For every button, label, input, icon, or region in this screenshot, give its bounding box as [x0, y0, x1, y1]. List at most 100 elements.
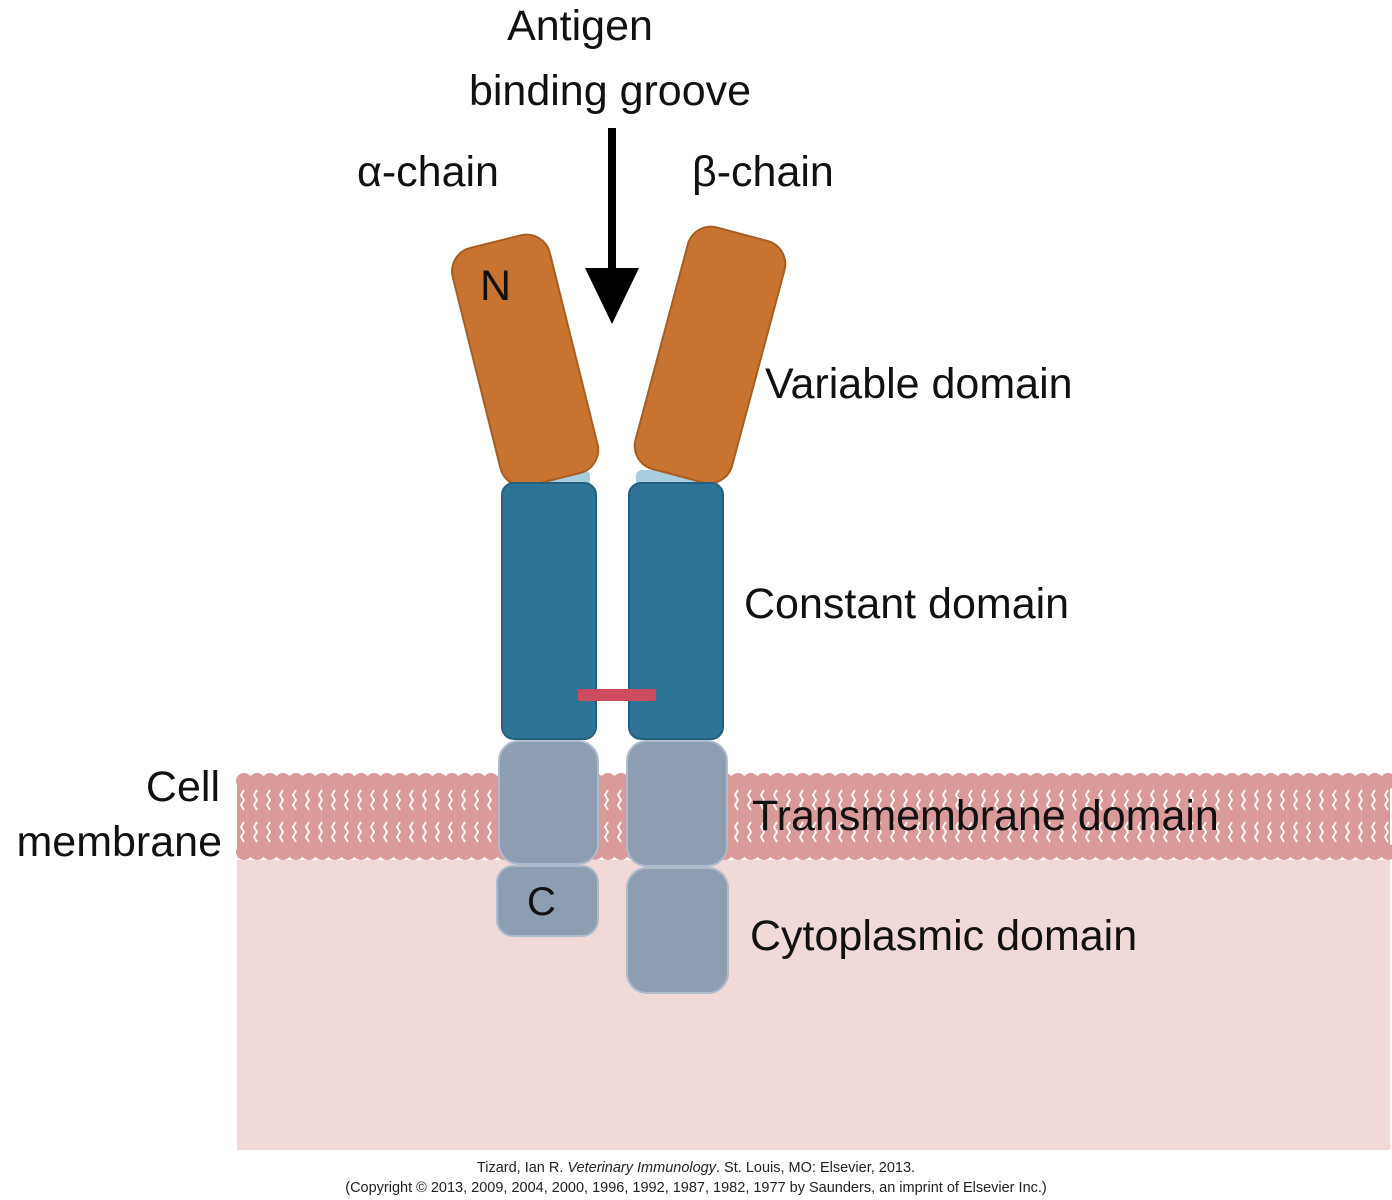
- inner-lipid-head: [834, 844, 850, 860]
- inner-lipid-head: [1328, 844, 1344, 860]
- outer-lipid-head: [925, 773, 941, 789]
- outer-lipid-head: [1185, 773, 1201, 789]
- outer-lipid-tail: [1383, 789, 1390, 811]
- outer-lipid-head: [1107, 773, 1123, 789]
- outer-lipid-tail: [1032, 789, 1039, 811]
- inner-lipid-tail: [954, 821, 961, 843]
- outer-lipid-head: [405, 773, 421, 789]
- inner-lipid-tail: [993, 821, 1000, 843]
- outer-lipid-tail: [1097, 789, 1104, 811]
- outer-lipid-head: [964, 773, 980, 789]
- inner-lipid-head: [1185, 844, 1201, 860]
- inner-lipid-head: [821, 844, 837, 860]
- outer-lipid-head: [1354, 773, 1370, 789]
- inner-lipid-tail: [447, 821, 454, 843]
- constant-domain-label: Constant domain: [744, 580, 1070, 628]
- outer-lipid-tail: [330, 789, 337, 811]
- outer-lipid-tail: [473, 789, 480, 811]
- outer-lipid-tail: [941, 789, 948, 811]
- outer-lipid-tail: [759, 789, 766, 811]
- inner-lipid-tail: [1097, 821, 1104, 843]
- outer-lipid-tail: [1201, 789, 1208, 811]
- inner-lipid-tail: [863, 821, 870, 843]
- inner-lipid-tail: [1071, 821, 1078, 843]
- outer-lipid-head: [795, 773, 811, 789]
- outer-lipid-head: [847, 773, 863, 789]
- outer-lipid-head: [769, 773, 785, 789]
- inner-lipid-tail: [486, 821, 493, 843]
- outer-lipid-head: [1133, 773, 1149, 789]
- inner-lipid-head: [327, 844, 343, 860]
- outer-lipid-head: [1055, 773, 1071, 789]
- outer-lipid-tail: [1266, 789, 1273, 811]
- inner-lipid-tail: [1240, 821, 1247, 843]
- inner-lipid-tail: [1162, 821, 1169, 843]
- outer-lipid-tail: [1058, 789, 1065, 811]
- alpha-transmembrane-domain: [498, 740, 599, 865]
- outer-lipid-tail: [239, 789, 246, 811]
- outer-lipid-head: [1016, 773, 1032, 789]
- outer-lipid-tail: [811, 789, 818, 811]
- outer-lipid-head: [730, 773, 746, 789]
- outer-lipid-head: [1094, 773, 1110, 789]
- outer-lipid-tail: [993, 789, 1000, 811]
- outer-lipid-tail: [616, 789, 623, 811]
- inner-lipid-head: [1016, 844, 1032, 860]
- inner-lipid-tail: [1136, 821, 1143, 843]
- inner-lipid-tail: [408, 821, 415, 843]
- inner-lipid-head: [1094, 844, 1110, 860]
- outer-lipid-head: [353, 773, 369, 789]
- outer-lipid-head: [1380, 773, 1392, 789]
- inner-lipid-head: [418, 844, 434, 860]
- inner-lipid-tail: [1058, 821, 1065, 843]
- inner-lipid-tail: [1383, 821, 1390, 843]
- inner-lipid-head: [938, 844, 954, 860]
- inner-lipid-head: [951, 844, 967, 860]
- inner-lipid-tail: [395, 821, 402, 843]
- inner-lipid-tail: [473, 821, 480, 843]
- outer-lipid-tail: [1370, 789, 1377, 811]
- inner-lipid-tail: [837, 821, 844, 843]
- inner-lipid-head: [977, 844, 993, 860]
- inner-lipid-head: [483, 844, 499, 860]
- outer-lipid-tail: [265, 789, 272, 811]
- inner-lipid-head: [730, 844, 746, 860]
- outer-lipid-tail: [1019, 789, 1026, 811]
- outer-lipid-head: [1003, 773, 1019, 789]
- outer-lipid-head: [977, 773, 993, 789]
- outer-lipid-head: [431, 773, 447, 789]
- outer-lipid-head: [483, 773, 499, 789]
- outer-lipid-tail: [889, 789, 896, 811]
- inner-lipid-head: [808, 844, 824, 860]
- outer-lipid-tail: [824, 789, 831, 811]
- inner-lipid-tail: [915, 821, 922, 843]
- outer-lipid-head: [1198, 773, 1214, 789]
- inner-lipid-head: [431, 844, 447, 860]
- inner-lipid-head: [444, 844, 460, 860]
- disulfide-bond: [578, 689, 656, 701]
- outer-lipid-tail: [1136, 789, 1143, 811]
- outer-lipid-head: [1172, 773, 1188, 789]
- beta-constant-domain: [628, 482, 724, 740]
- outer-lipid-tail: [1084, 789, 1091, 811]
- cytoplasmic-domain-label: Cytoplasmic domain: [750, 912, 1138, 960]
- outer-lipid-head: [743, 773, 759, 789]
- inner-lipid-head: [1081, 844, 1097, 860]
- outer-lipid-head: [1159, 773, 1175, 789]
- outer-lipid-tail: [746, 789, 753, 811]
- inner-lipid-head: [1042, 844, 1058, 860]
- inner-lipid-head: [613, 844, 629, 860]
- cell-membrane-label-line1: Cell: [145, 763, 220, 811]
- outer-lipid-head: [470, 773, 486, 789]
- inner-lipid-head: [743, 844, 759, 860]
- inner-lipid-tail: [824, 821, 831, 843]
- outer-lipid-tail: [876, 789, 883, 811]
- outer-lipid-tail: [1214, 789, 1221, 811]
- inner-lipid-tail: [1344, 821, 1351, 843]
- inner-lipid-tail: [785, 821, 792, 843]
- inner-lipid-head: [1029, 844, 1045, 860]
- inner-lipid-tail: [1292, 821, 1299, 843]
- outer-lipid-head: [1081, 773, 1097, 789]
- inner-lipid-head: [1250, 844, 1266, 860]
- outer-lipid-tail: [486, 789, 493, 811]
